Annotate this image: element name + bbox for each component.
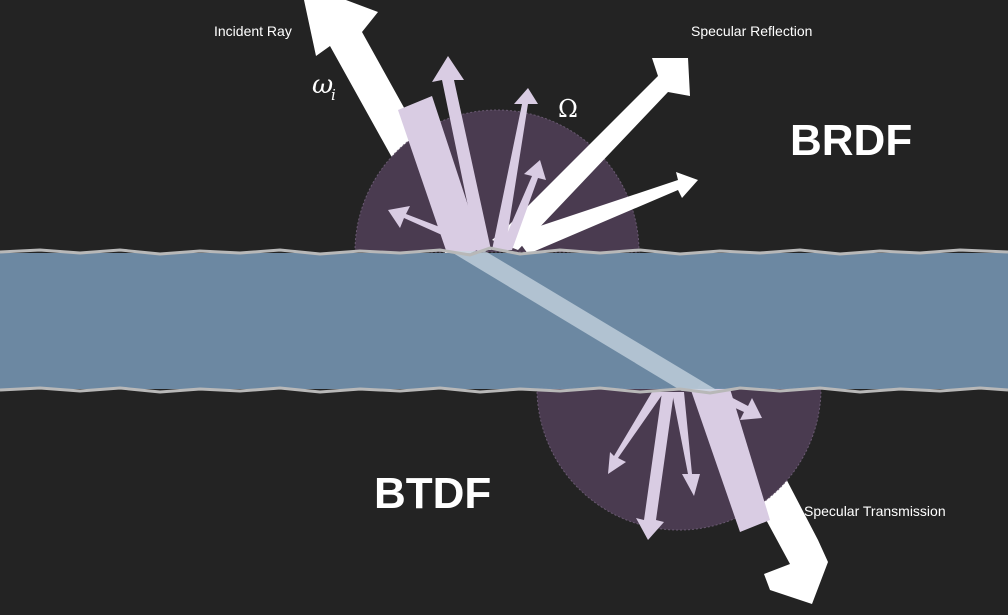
transmit-arrow-down: [636, 392, 674, 540]
brdf-scatter-arrows: [388, 56, 546, 252]
transmit-arrow-down-left: [608, 392, 664, 474]
incident-ray-label: Incident Ray: [214, 23, 292, 39]
transmission-ray-in-lobe: [690, 388, 770, 532]
transmit-arrow-down-right-short: [672, 392, 700, 496]
specular-reflection-arrow: [492, 58, 690, 250]
reflected-arrow-right: [516, 172, 698, 254]
surface-top-edge: [0, 246, 1008, 257]
scatter-arrow-short: [500, 160, 546, 250]
scatter-arrow-up: [492, 88, 538, 250]
scatter-arrow-left: [388, 206, 484, 252]
scatter-arrow-up-left: [432, 56, 491, 250]
specular-transmission-label: Specular Transmission: [804, 503, 946, 519]
incident-ray-in-lobe: [398, 96, 482, 253]
surface-bottom-edge: [0, 386, 1008, 395]
surface-slab: [0, 246, 1008, 395]
brdf-label: BRDF: [790, 116, 912, 165]
omega-i-symbol: ω: [312, 70, 333, 100]
solid-angle-symbol: Ω: [558, 95, 578, 123]
omega-i-subscript: i: [331, 86, 336, 104]
refracted-ray: [449, 251, 719, 391]
btdf-label: BTDF: [374, 469, 491, 518]
specular-reflection-label: Specular Reflection: [691, 23, 812, 39]
